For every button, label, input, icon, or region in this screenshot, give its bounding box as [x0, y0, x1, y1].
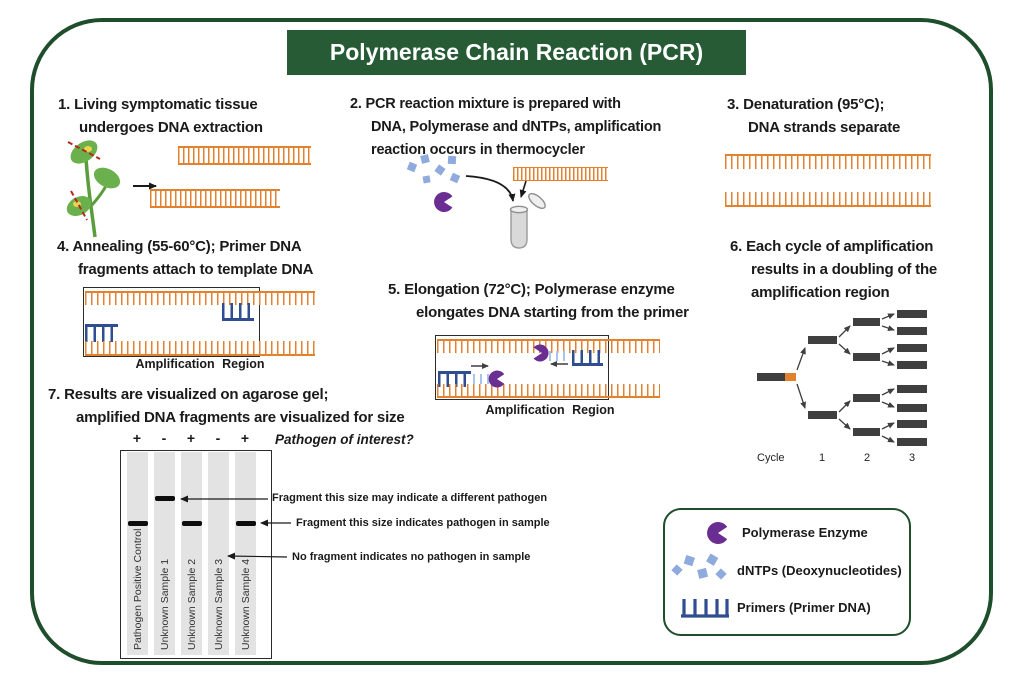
- step5-line2: elongates DNA starting from the primer: [416, 304, 689, 321]
- gel-band-sample2: [181, 521, 202, 526]
- step7-line2: amplified DNA fragments are visualized f…: [76, 409, 405, 426]
- step1-title: 1. Living symptomatic tissue undergoes D…: [58, 93, 263, 139]
- step3-line2: DNA strands separate: [748, 119, 901, 136]
- step2-line3: reaction occurs in thermocycler: [371, 142, 585, 158]
- legend-box: [663, 508, 911, 636]
- gel-band-positive-control: [127, 521, 148, 526]
- gel-annotation-2: Fragment this size indicates pathogen in…: [296, 517, 550, 529]
- step3-title: 3. Denaturation (95°C); DNA strands sepa…: [727, 93, 900, 139]
- gel-band-sample4: [235, 521, 256, 526]
- dna-double-strand-small: [513, 167, 608, 181]
- gel-lane-3: [181, 452, 202, 655]
- gel-sign-3: +: [186, 430, 196, 446]
- cycle-tick-3: 3: [909, 452, 916, 464]
- step1-line1: 1. Living symptomatic tissue: [58, 96, 258, 113]
- dna-single-strand-top: [85, 291, 315, 305]
- step1-line2: undergoes DNA extraction: [79, 119, 263, 136]
- legend-label-dntps: dNTPs (Deoxynucleotides): [737, 563, 902, 578]
- cycle-tick-2: 2: [864, 452, 871, 464]
- step4-line1: 4. Annealing (55-60°C); Primer DNA: [57, 238, 302, 255]
- pathogen-question-label: Pathogen of interest?: [275, 432, 414, 447]
- page-border: [30, 18, 993, 665]
- gel-lane-5: [235, 452, 256, 655]
- primer-bottom: [85, 324, 118, 342]
- step6-line1: 6. Each cycle of amplification: [730, 238, 934, 255]
- primer-top: [572, 350, 603, 366]
- primer-top: [222, 303, 254, 321]
- gel-lane-1: [127, 452, 148, 655]
- gel-annotation-1: Fragment this size may indicate a differ…: [272, 492, 548, 504]
- lane-label-5: Unknown Sample 4: [240, 558, 252, 650]
- dna-double-strand: [178, 146, 311, 165]
- amplification-region-box: [435, 335, 609, 400]
- dna-single-strand-bottom: [725, 192, 931, 207]
- page-title: Polymerase Chain Reaction (PCR): [287, 30, 746, 75]
- amplification-region-label: Amplification Region: [135, 357, 265, 371]
- gel-lane-4: [208, 452, 229, 655]
- cycle-tick-1: 1: [819, 452, 826, 464]
- primer-bottom: [438, 371, 471, 387]
- step3-line1: 3. Denaturation (95°C);: [727, 96, 885, 113]
- gel-sign-1: +: [132, 430, 142, 446]
- elongating-strand: [473, 374, 489, 384]
- step4-title: 4. Annealing (55-60°C); Primer DNA fragm…: [57, 235, 314, 281]
- gel-sign-2: -: [161, 430, 167, 446]
- gel-lane-2: [154, 452, 175, 655]
- cycle-axis-label: Cycle: [757, 452, 785, 464]
- amplification-region-label: Amplification Region: [485, 403, 615, 417]
- gel-sign-5: +: [240, 430, 250, 446]
- lane-label-4: Unknown Sample 3: [213, 558, 225, 650]
- gel-band-sample1: [154, 496, 175, 501]
- lane-label-3: Unknown Sample 2: [186, 558, 198, 650]
- dna-single-strand-bottom: [85, 341, 315, 356]
- step5-title: 5. Elongation (72°C); Polymerase enzyme …: [388, 278, 689, 324]
- step6-line2: results in a doubling of the: [751, 261, 938, 278]
- dna-single-strand-bottom: [437, 384, 660, 398]
- step2-line1: 2. PCR reaction mixture is prepared with: [350, 96, 621, 112]
- step4-line2: fragments attach to template DNA: [78, 261, 314, 278]
- step7-title: 7. Results are visualized on agarose gel…: [48, 383, 405, 429]
- step5-line1: 5. Elongation (72°C); Polymerase enzyme: [388, 281, 675, 298]
- step2-title: 2. PCR reaction mixture is prepared with…: [350, 93, 661, 162]
- lane-label-2: Unknown Sample 1: [159, 558, 171, 650]
- step6-line3: amplification region: [751, 284, 890, 301]
- elongating-strand: [549, 351, 570, 361]
- legend-label-primers: Primers (Primer DNA): [737, 600, 871, 615]
- amplification-region-box: [83, 287, 260, 357]
- lane-label-1: Pathogen Positive Control: [132, 528, 144, 650]
- gel-sign-4: -: [215, 430, 221, 446]
- step6-title: 6. Each cycle of amplification results i…: [730, 235, 937, 304]
- legend-label-polymerase: Polymerase Enzyme: [742, 525, 868, 540]
- gel-annotation-3: No fragment indicates no pathogen in sam…: [292, 551, 531, 563]
- dna-double-strand: [150, 189, 280, 208]
- dna-single-strand-top: [725, 154, 931, 169]
- step7-line1: 7. Results are visualized on agarose gel…: [48, 386, 329, 403]
- step2-line2: DNA, Polymerase and dNTPs, amplification: [371, 119, 662, 135]
